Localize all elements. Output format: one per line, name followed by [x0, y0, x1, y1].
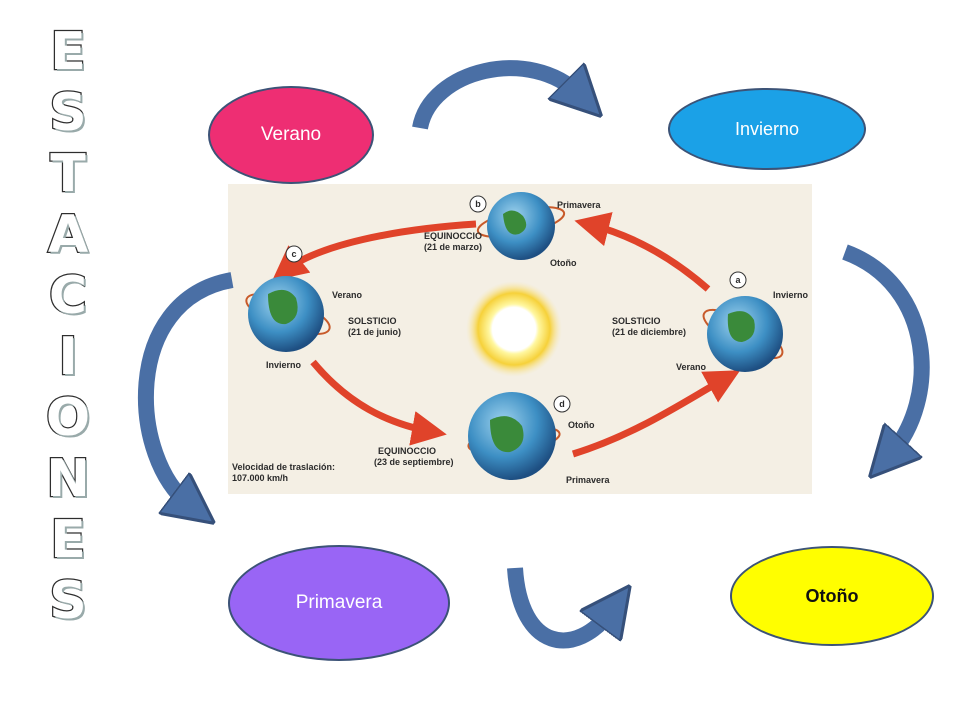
- marker-a-circle: [729, 271, 747, 289]
- label-c-invierno: Invierno: [266, 360, 302, 370]
- label-c-verano: Verano: [332, 290, 363, 300]
- arrow-verano-to-primavera: [138, 272, 234, 505]
- earth-b-land: [503, 210, 527, 235]
- season-otono-oval: Otoño: [730, 546, 934, 646]
- earth-d-land: [490, 416, 524, 453]
- label-solsticio-junio: SOLSTICIO: [348, 316, 397, 326]
- title-letter: E: [49, 509, 87, 572]
- season-primavera-oval: Primavera: [228, 545, 450, 661]
- label-d-primavera: Primavera: [566, 475, 611, 485]
- marker-b: b: [475, 199, 481, 209]
- label-b-otono: Otoño: [550, 258, 577, 268]
- label-equinoccio-sept-date: (23 de septiembre): [374, 457, 454, 467]
- marker-c: c: [291, 249, 296, 259]
- earth-a-land: [727, 311, 755, 342]
- label-b-primavera: Primavera: [557, 200, 602, 210]
- label-equinoccio-sept: EQUINOCCIO: [378, 446, 436, 456]
- marker-b-circle: [469, 195, 487, 213]
- title-letter: A: [47, 204, 90, 267]
- label-equinoccio-marzo-date: (21 de marzo): [424, 242, 482, 252]
- title-letter: S: [48, 82, 88, 145]
- label-d-otono: Otoño: [568, 420, 595, 430]
- label-velocidad-value: 107.000 km/h: [232, 473, 288, 483]
- earth-c-land: [268, 289, 298, 325]
- orbit-arrow-a-to-b: [574, 212, 711, 292]
- label-a-verano: Verano: [676, 362, 707, 372]
- title-letter: I: [57, 326, 79, 389]
- season-verano-oval: Verano: [208, 86, 374, 184]
- arrow-invierno-to-otono: [842, 244, 930, 455]
- title-letter: S: [48, 570, 88, 633]
- earth-orbit-illustration: b Primavera Otoño EQUINOCCIO (21 de marz…: [228, 184, 812, 494]
- marker-d: d: [559, 399, 565, 409]
- orbit-arrow-b-to-c: [272, 220, 477, 281]
- arrow-primavera-to-otono: [507, 567, 612, 649]
- orbit-arrow-d-to-a: [571, 370, 741, 458]
- vertical-title: E S T A C I O N E S: [45, 21, 92, 633]
- arrow-verano-to-invierno: [412, 60, 580, 130]
- marker-c-circle: [285, 245, 303, 263]
- title-letter: N: [45, 448, 91, 511]
- label-velocidad: Velocidad de traslación:: [232, 462, 335, 472]
- season-otono-label: Otoño: [805, 585, 859, 606]
- title-letter: O: [45, 387, 92, 450]
- label-solsticio-diciembre-date: (21 de diciembre): [612, 327, 686, 337]
- title-letter: C: [48, 265, 89, 328]
- season-verano-label: Verano: [260, 124, 322, 145]
- marker-a: a: [735, 275, 741, 285]
- sun: [466, 281, 562, 377]
- orbit-arrow-c-to-d: [310, 359, 447, 446]
- season-invierno-oval: Invierno: [668, 88, 866, 170]
- marker-d-circle: [553, 395, 571, 413]
- label-solsticio-diciembre: SOLSTICIO: [612, 316, 661, 326]
- label-a-invierno: Invierno: [773, 290, 809, 300]
- title-letter: E: [49, 21, 87, 84]
- label-solsticio-junio-date: (21 de junio): [348, 327, 401, 337]
- title-letter: T: [49, 143, 87, 206]
- season-invierno-label: Invierno: [734, 118, 800, 139]
- label-equinoccio-marzo: EQUINOCCIO: [424, 231, 482, 241]
- season-primavera-label: Primavera: [295, 592, 383, 613]
